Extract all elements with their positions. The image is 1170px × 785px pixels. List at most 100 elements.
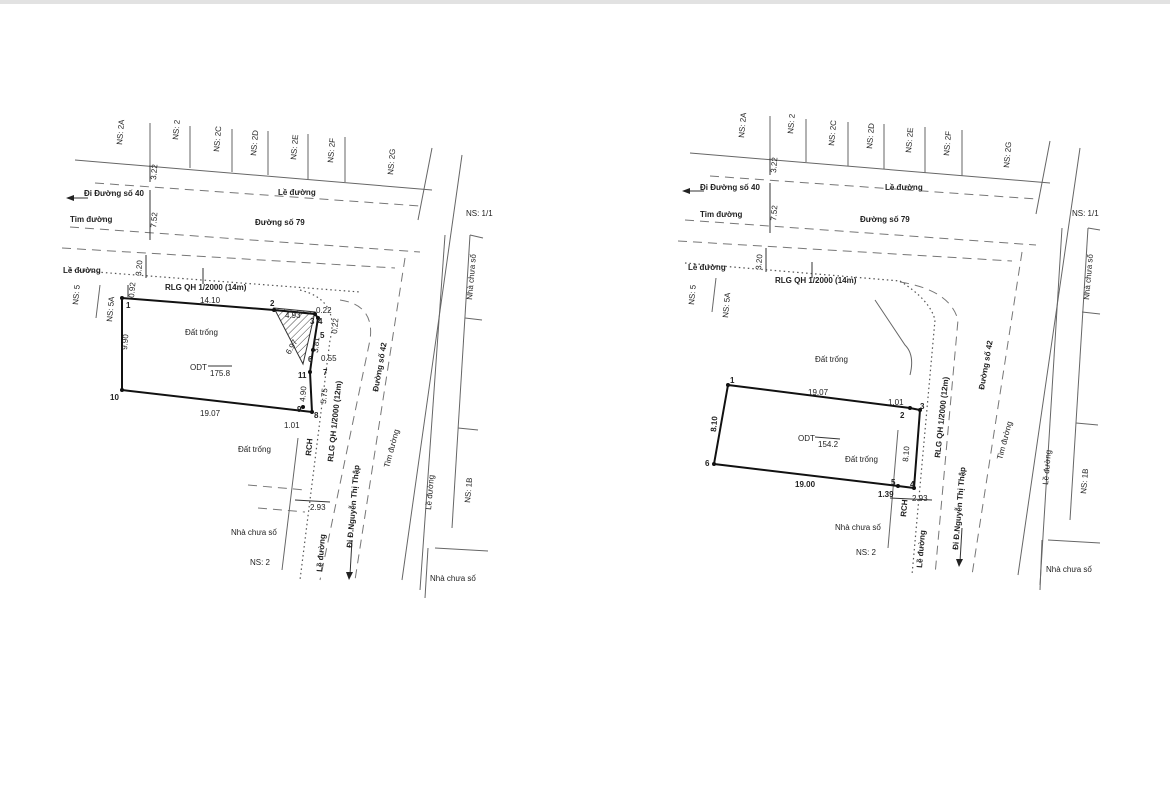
planning-line: RLG QH 1/2000 (14m) xyxy=(165,283,247,292)
lot-label: Đất trống xyxy=(845,455,878,464)
lot-label: Đất trống xyxy=(815,355,848,364)
street-label: Đi Đ.Nguyễn Thị Thập xyxy=(345,464,361,548)
road-42-east-b xyxy=(1039,227,1063,586)
point-number: 4 xyxy=(910,480,915,489)
street-label: Đi Đường số 40 xyxy=(84,189,144,198)
house-number: NS: 5A xyxy=(721,291,732,318)
house-number: NS: 2D xyxy=(865,122,876,149)
street-label: Đường số 42 xyxy=(977,339,995,390)
point-number: 1 xyxy=(730,376,735,385)
house-number: NS: 2A xyxy=(737,111,748,138)
dimension: 1.01 xyxy=(284,421,300,430)
street-label: Lề đường xyxy=(915,530,927,568)
point-number: 6 xyxy=(705,459,710,468)
house-number: NS: 5A xyxy=(105,295,116,322)
dimension: 19.00 xyxy=(795,480,816,489)
point-number: 11 xyxy=(298,371,307,380)
dimension: 2.93 xyxy=(310,503,326,512)
top-border xyxy=(0,0,1170,4)
point-number: 7 xyxy=(323,368,328,377)
dimension: 5.75 xyxy=(319,387,329,404)
road-79-south-edge xyxy=(677,240,1013,262)
point-number: 3 xyxy=(920,402,925,411)
point-number: 4 xyxy=(318,317,323,326)
road-42-east-b xyxy=(419,234,446,591)
house-number: NS: 2G xyxy=(386,148,397,175)
street-label: Tim đường xyxy=(70,215,113,224)
sidewalk-top-dotted xyxy=(69,269,361,293)
top-property-lines xyxy=(689,116,1051,215)
house-number: NS: 2F xyxy=(942,130,953,156)
sidewalk-right-dotted xyxy=(299,289,333,581)
house-number: Nhà chưa số xyxy=(1082,253,1095,300)
house-number: NS: 5 xyxy=(687,284,698,305)
house-number: NS: 2C xyxy=(212,125,223,152)
dimension: 19.07 xyxy=(200,409,221,418)
street-label: Lề đường xyxy=(63,266,101,275)
dimension: 0.55 xyxy=(321,354,337,363)
plan-left: NS: 2A NS: 2 NS: 2C NS: 2D NS: 2E NS: 2F… xyxy=(61,118,493,599)
dimension: 0.22 xyxy=(330,317,340,334)
road-79-south-edge xyxy=(61,247,396,269)
hatched-area xyxy=(273,307,316,366)
dimension: 3.20 xyxy=(134,259,144,276)
house-number: NS: 2E xyxy=(904,127,915,153)
house-number: Nhà chưa số xyxy=(1046,565,1092,574)
point-number: 10 xyxy=(110,393,119,402)
point-number: 8 xyxy=(314,411,319,420)
street-label: Tim đường xyxy=(700,210,743,219)
house-number: NS: 2 xyxy=(786,113,797,134)
old-boundary xyxy=(874,299,913,376)
road-42-center xyxy=(971,251,1023,576)
dimension: 14.10 xyxy=(200,296,221,305)
road-79-center xyxy=(69,226,421,253)
house-number: NS: 2C xyxy=(827,119,838,146)
house-number: NS: 2 xyxy=(856,548,877,557)
road-79-north-edge xyxy=(94,182,421,207)
dimension: 7.52 xyxy=(149,211,159,228)
top-property-lines xyxy=(74,123,433,221)
road-42-west-edge xyxy=(319,299,372,581)
lot-area: 154.2 xyxy=(818,440,839,449)
street-label: Lề đường xyxy=(315,534,327,572)
house-number: NS: 2A xyxy=(115,118,126,145)
street-label: Lề đường xyxy=(688,263,726,272)
road-42-east-a xyxy=(401,154,463,581)
street-label: Lề đường xyxy=(1041,449,1053,485)
planning-line: RLG QH 1/2000 (12m) xyxy=(933,376,950,458)
street-label: Lề đường xyxy=(424,474,436,510)
house-number: NS: 1B xyxy=(463,477,474,503)
dimension: 3.22 xyxy=(149,163,159,180)
dimension: 1.01 xyxy=(888,398,904,407)
street-label: Đường số 42 xyxy=(371,341,389,392)
point-number: 6 xyxy=(308,355,313,364)
road-42-center xyxy=(354,257,406,581)
street-label: Lề đường xyxy=(885,183,923,192)
dimension: 9.90 xyxy=(120,333,130,350)
road-42-west-edge xyxy=(899,281,959,576)
street-label: Đi Đường số 40 xyxy=(700,183,760,192)
house-number: NS: 1B xyxy=(1079,468,1090,494)
house-number: Nhà chưa số xyxy=(430,574,476,583)
road-42-east-a xyxy=(1017,147,1081,576)
point-number: 5 xyxy=(891,478,896,487)
house-number: NS: 2 xyxy=(171,119,182,140)
point-number: 5 xyxy=(320,331,325,340)
house-number: Nhà chưa số xyxy=(465,253,478,300)
house-number: NS: 2D xyxy=(249,129,260,156)
road-79-center xyxy=(684,219,1037,246)
dimension: 0.92 xyxy=(127,281,137,298)
dimension: 1.39 xyxy=(878,490,894,499)
dimension: 3.20 xyxy=(754,253,764,270)
point-number: 2 xyxy=(900,411,905,420)
dimension: 8.10 xyxy=(901,445,911,462)
planning-line: RLG QH 1/2000 (14m) xyxy=(775,276,857,285)
house-number: NS: 5 xyxy=(71,284,82,305)
lot-points xyxy=(712,383,922,490)
dimension: 4.90 xyxy=(298,385,308,402)
street-label: Tim đường xyxy=(382,428,401,468)
house-number: NS: 1/1 xyxy=(1072,209,1099,218)
dimension: 3.81 xyxy=(311,336,321,353)
dimension: 8.10 xyxy=(709,415,719,432)
house-number: NS: 2E xyxy=(289,134,300,160)
